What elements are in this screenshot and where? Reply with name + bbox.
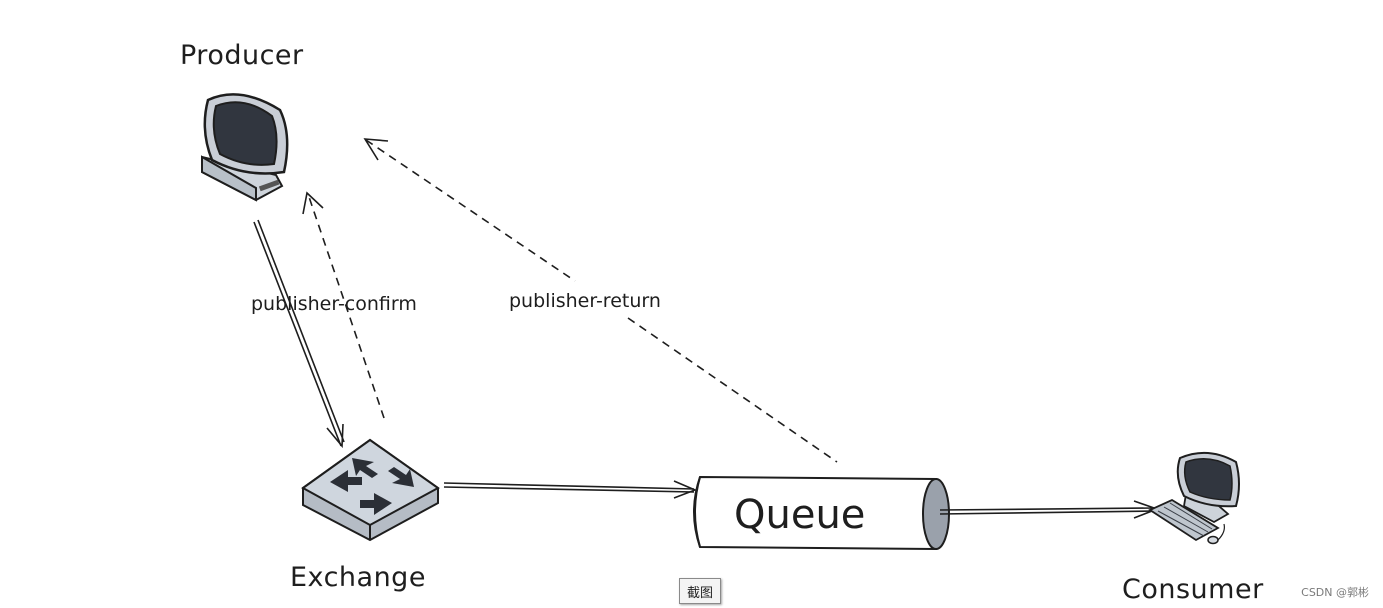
- publisher-confirm-label: publisher-confirm: [251, 293, 417, 315]
- publisher-confirm-arrow: [302, 191, 385, 419]
- exchange-label: Exchange: [290, 562, 426, 593]
- queue-cylinder: [693, 475, 950, 551]
- watermark-text: CSDN @郭彬: [1301, 586, 1369, 599]
- publisher-return-label: publisher-return: [509, 290, 661, 312]
- exchange-to-queue-arrow: [443, 480, 698, 499]
- exchange-switch-icon: [301, 438, 440, 542]
- publisher-return-arrow: [363, 138, 838, 463]
- screenshot-button[interactable]: 截图: [679, 578, 721, 604]
- consumer-label: Consumer: [1122, 574, 1264, 605]
- queue-to-consumer-arrow: [939, 500, 1160, 519]
- producer-to-exchange-arrow: [253, 219, 345, 449]
- producer-computer-icon: [201, 93, 289, 202]
- queue-label: Queue: [734, 492, 865, 538]
- producer-label: Producer: [180, 40, 304, 71]
- consumer-computer-icon: [1148, 451, 1240, 545]
